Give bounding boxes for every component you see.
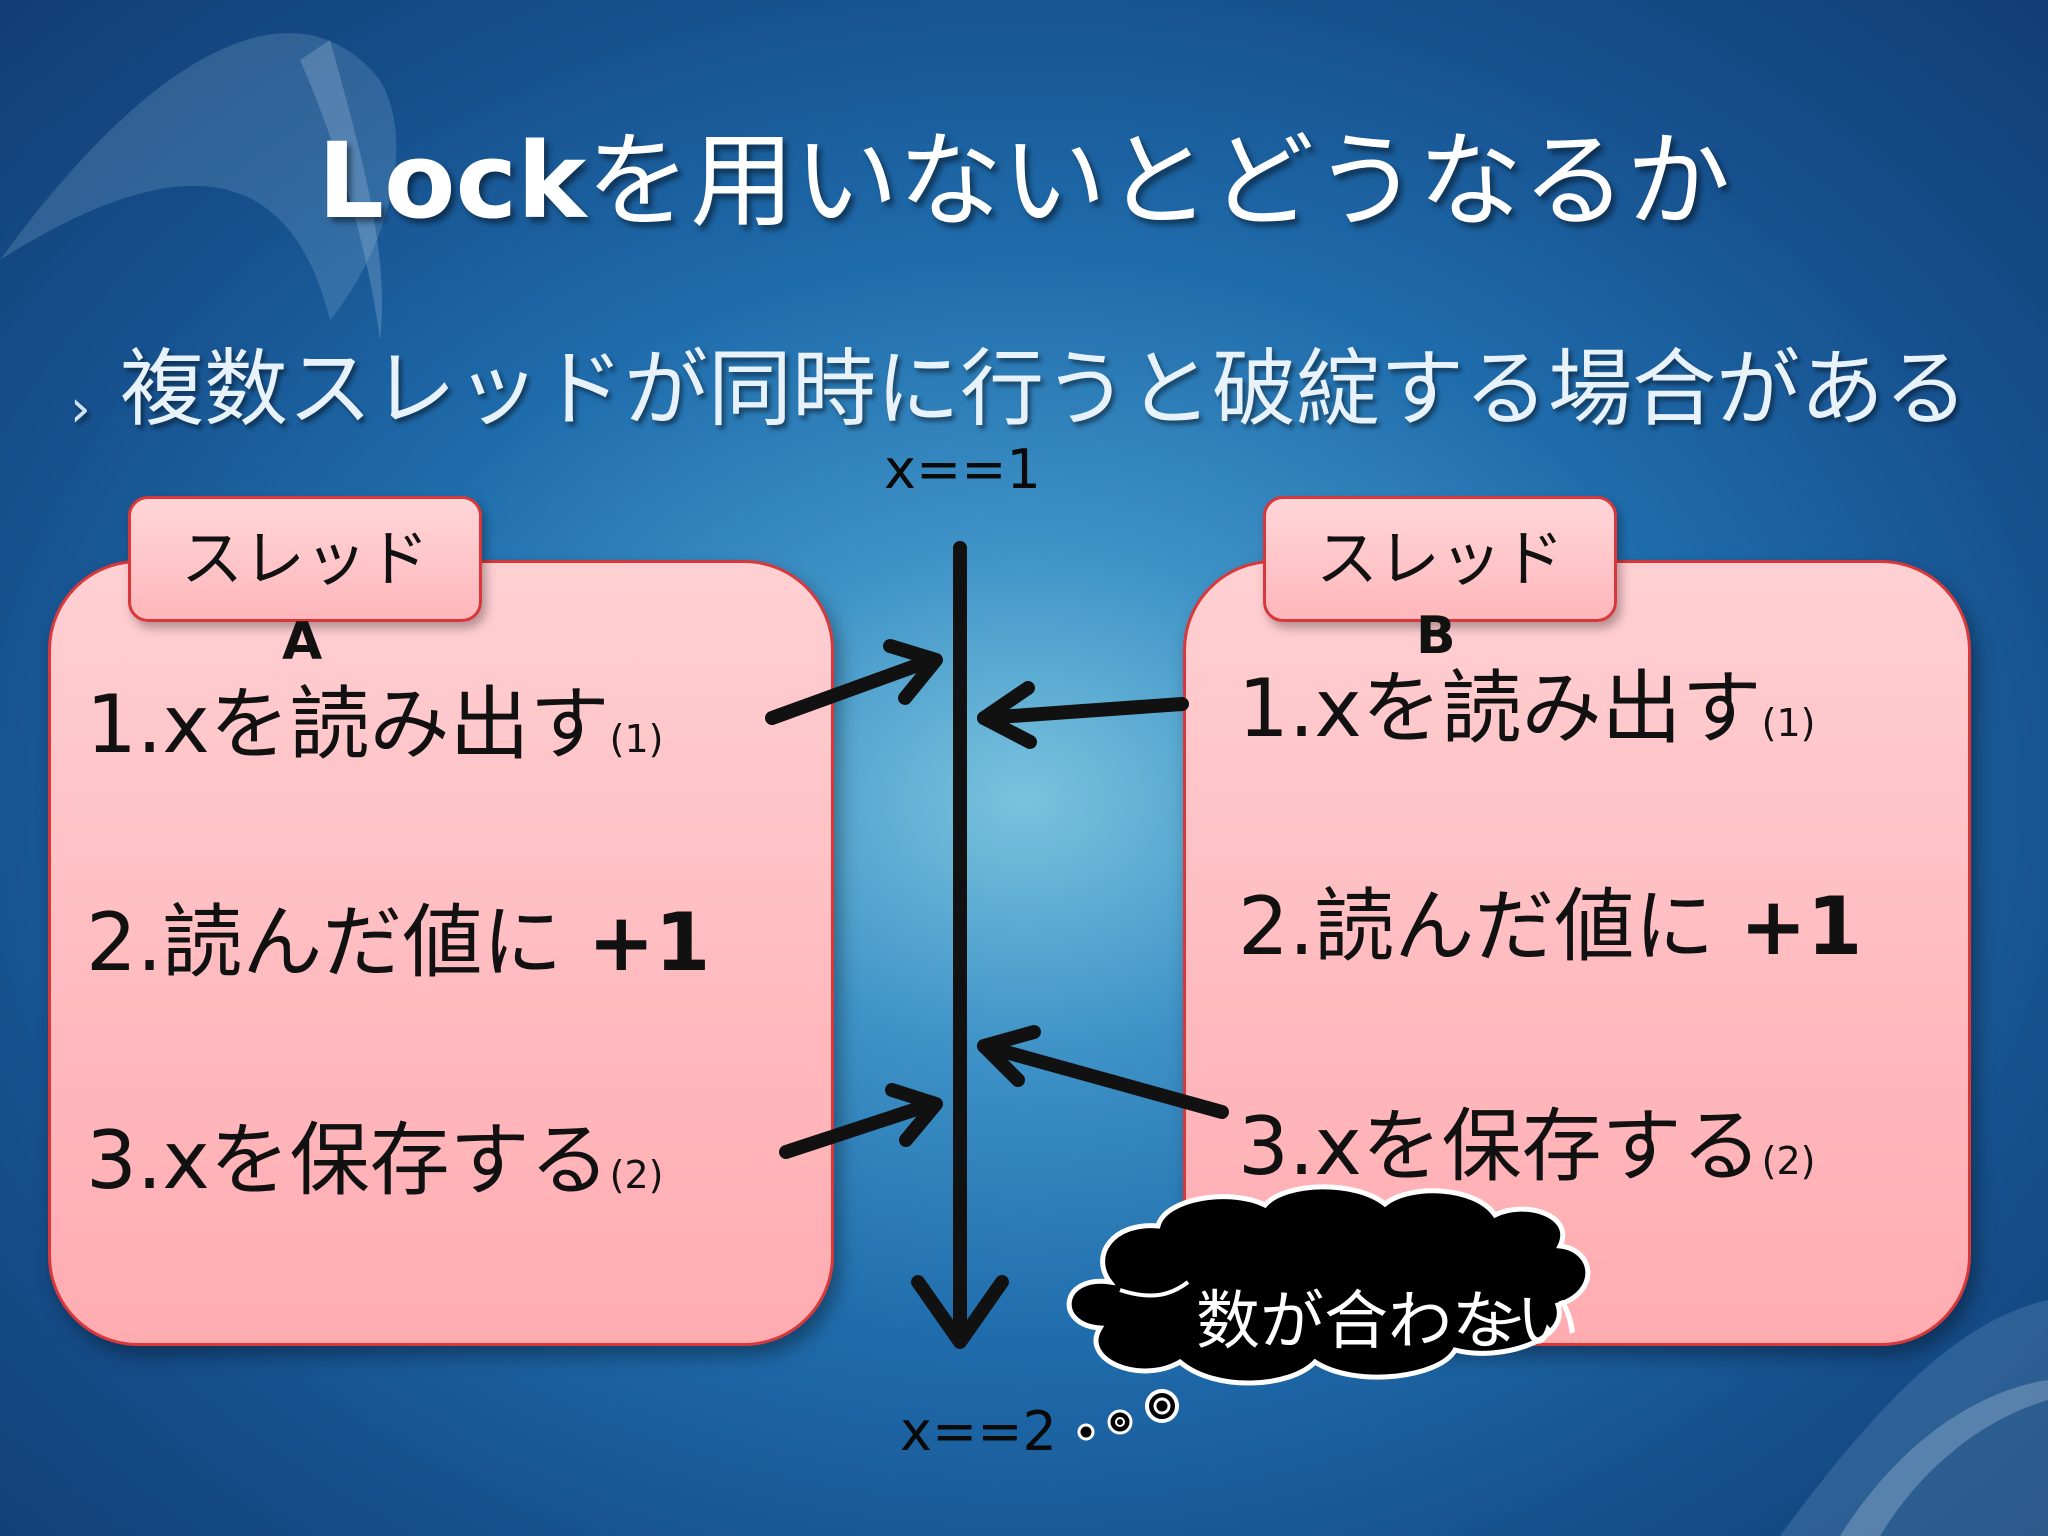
arrow-a-read (765, 653, 939, 725)
step-plus: +1 (587, 896, 711, 989)
thread-a-step-1: 1.xを読み出す(1) (86, 660, 664, 776)
thread-b-label: スレッド (1263, 496, 1617, 622)
step-number: 1.x (86, 678, 210, 771)
thread-b-letter: B (1416, 606, 1456, 666)
arrow-b-read-head (977, 681, 1037, 749)
callout-text: 数が合わない (1196, 1285, 1580, 1359)
arrow-a-read-head (883, 639, 943, 705)
step-subscript: (1) (1761, 701, 1816, 745)
arrow-b-save (977, 1039, 1229, 1119)
step-number: 2. (1238, 880, 1315, 973)
step-number: 1.x (1238, 662, 1362, 755)
x-start-label: x==1 (884, 438, 1041, 501)
step-subscript: (2) (1761, 1139, 1816, 1183)
arrow-b-save-head (977, 1025, 1041, 1087)
arrow-b-read (977, 697, 1189, 725)
step-text: を読み出す (209, 678, 610, 771)
thread-a-letter: A (282, 612, 323, 672)
arrow-a-save (779, 1097, 939, 1159)
thread-b-step-2: 2.読んだ値に +1 (1238, 862, 1862, 978)
step-text: 読んだ値に (162, 896, 588, 989)
x-end-label: x==2 (900, 1400, 1057, 1463)
step-text: を保存する (209, 1114, 610, 1207)
title-japanese: を用いないとどうなるか (586, 120, 1731, 242)
step-text: を保存する (1361, 1100, 1762, 1193)
timeline-arrowhead (911, 1275, 1009, 1349)
step-text: 読んだ値に (1314, 880, 1740, 973)
thought-cloud-icon (1066, 1184, 1591, 1441)
title-latin: Lock (317, 120, 587, 242)
thread-a-step-3: 3.xを保存する(2) (86, 1096, 664, 1212)
thread-b-step-1: 1.xを読み出す(1) (1238, 644, 1816, 760)
thread-a-box (48, 560, 834, 1346)
thread-b-step-3: 3.xを保存する(2) (1238, 1082, 1816, 1198)
slide-title: Lockを用いないとどうなるか (0, 96, 2048, 247)
bullet-text: 複数スレッドが同時に行うと破綻する場合がある (120, 340, 1969, 438)
step-number: 3.x (1238, 1100, 1362, 1193)
arrow-a-save-head (885, 1083, 943, 1147)
step-number: 2. (86, 896, 163, 989)
step-text: を読み出す (1361, 662, 1762, 755)
step-subscript: (2) (609, 1153, 664, 1197)
step-plus: +1 (1739, 880, 1863, 973)
thread-a-step-2: 2.読んだ値に +1 (86, 878, 710, 994)
thread-a-label: スレッド (128, 496, 482, 622)
bullet-icon: › (70, 379, 91, 439)
step-number: 3.x (86, 1114, 210, 1207)
step-subscript: (1) (609, 717, 664, 761)
